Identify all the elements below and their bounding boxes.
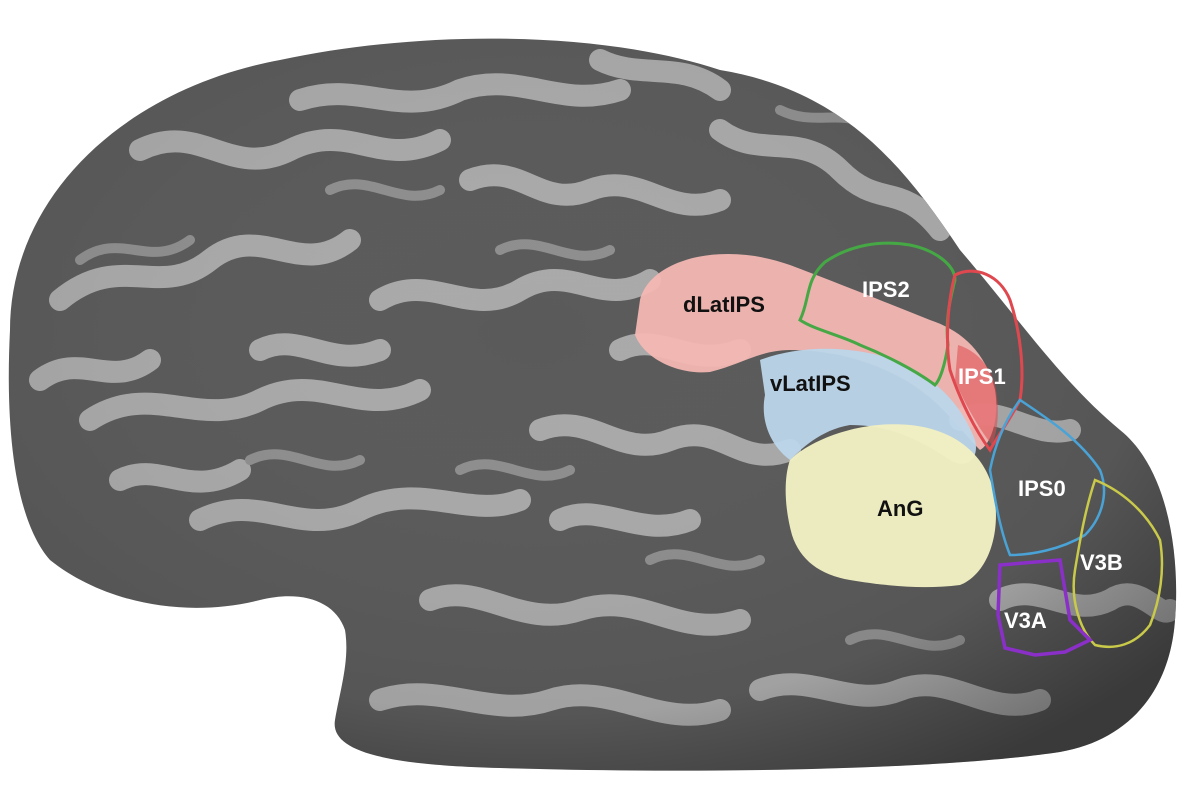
label-v3a: V3A bbox=[1004, 608, 1047, 633]
label-v3b: V3B bbox=[1080, 550, 1123, 575]
label-ang: AnG bbox=[877, 496, 923, 521]
label-dlatips: dLatIPS bbox=[683, 292, 765, 317]
label-vlatips: vLatIPS bbox=[770, 371, 851, 396]
label-ips2: IPS2 bbox=[862, 277, 910, 302]
label-ips1: IPS1 bbox=[958, 364, 1006, 389]
label-ips0: IPS0 bbox=[1018, 476, 1066, 501]
surface-shading bbox=[9, 39, 1176, 771]
